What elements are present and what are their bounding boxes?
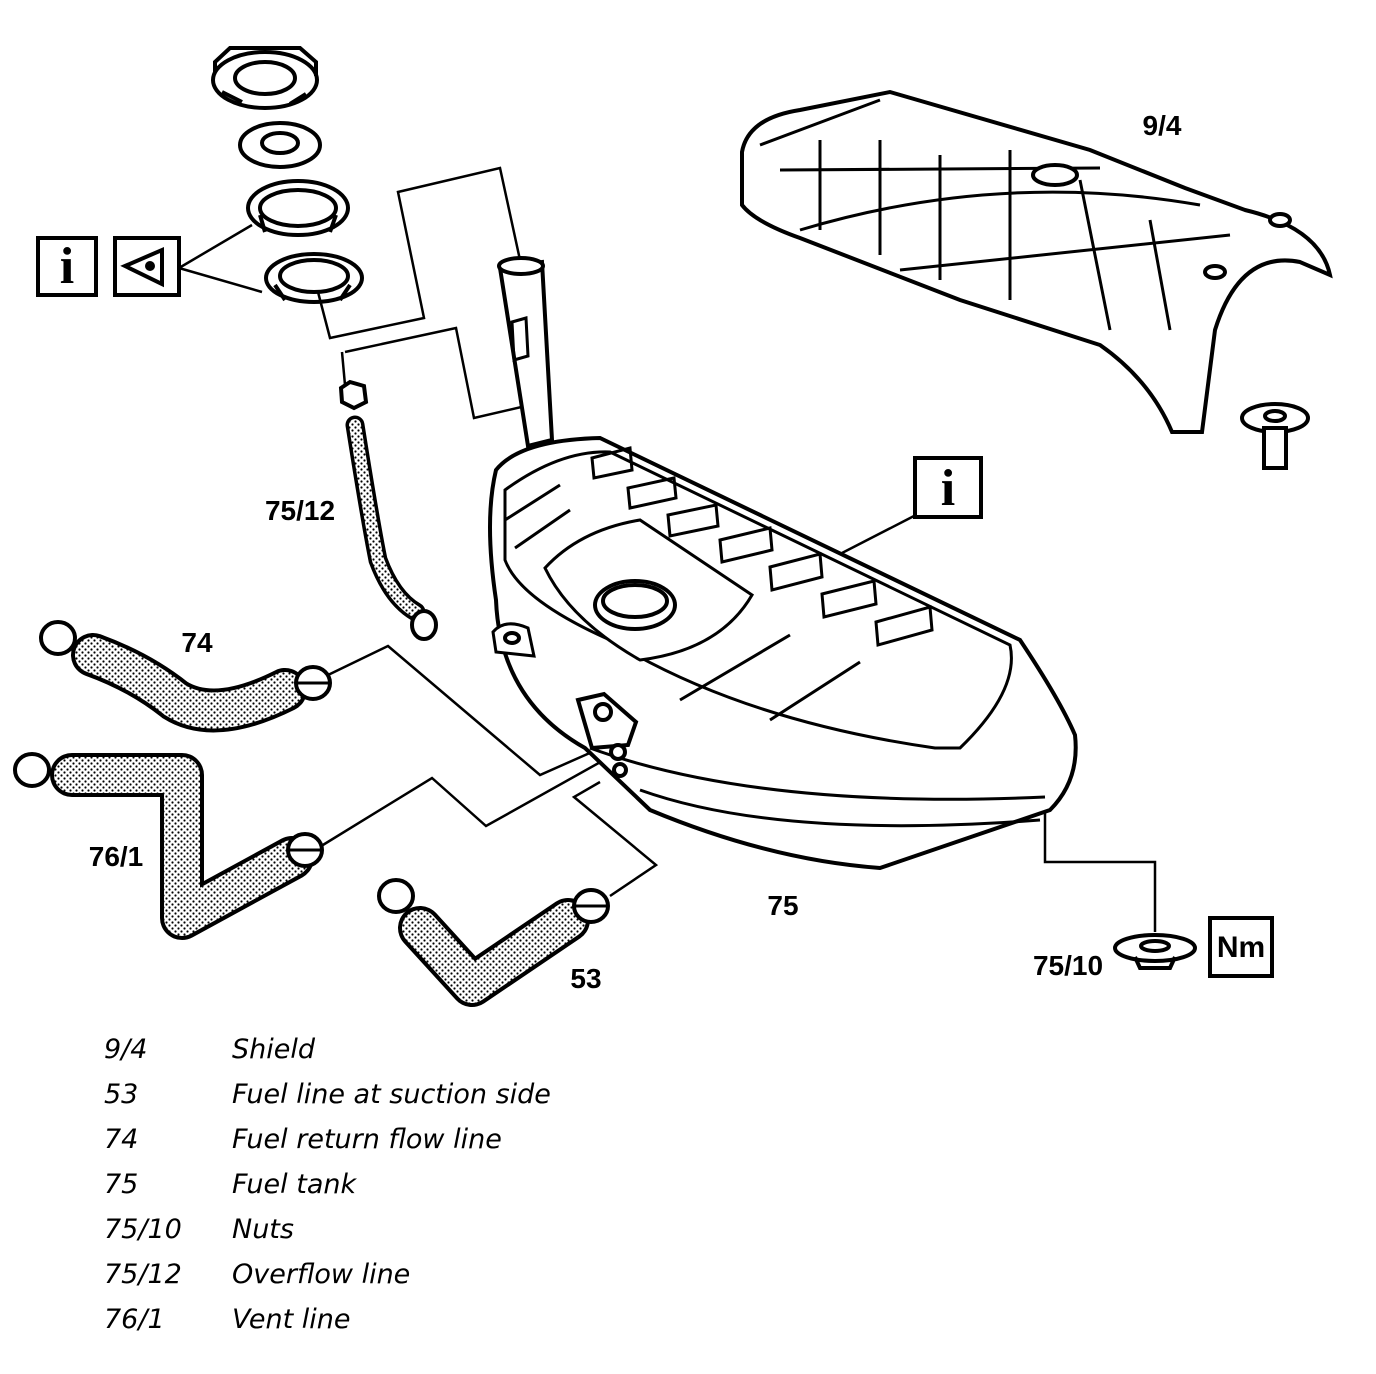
legend-row: 75/12 Overflow line	[104, 1259, 804, 1304]
legend-description: Fuel tank	[232, 1169, 357, 1200]
symbol-box-warning	[113, 236, 181, 297]
legend-row: 75 Fuel tank	[104, 1169, 804, 1214]
symbol-box-info-cap: i	[36, 236, 98, 297]
legend-code: 53	[104, 1079, 139, 1110]
legend-row: 9/4 Shield	[104, 1034, 804, 1079]
cap-ring-lower	[264, 252, 364, 304]
legend-row: 74 Fuel return flow line	[104, 1124, 804, 1169]
legend-code: 9/4	[104, 1034, 148, 1065]
legend-description: Shield	[232, 1034, 316, 1065]
label-vent-line: 76/1	[89, 841, 144, 872]
legend-description: Fuel return flow line	[232, 1124, 502, 1155]
shield-bolt	[1240, 402, 1310, 470]
filler-cap	[211, 46, 319, 110]
leader-lines	[178, 166, 1157, 932]
shield-part	[740, 89, 1333, 434]
legend-description: Overflow line	[232, 1259, 411, 1290]
overflow-line-part	[338, 379, 438, 641]
legend-row: 75/10 Nuts	[104, 1214, 804, 1259]
label-suction-line: 53	[570, 963, 601, 994]
vent-line-part	[13, 752, 324, 940]
legend-row: 53 Fuel line at suction side	[104, 1079, 804, 1124]
label-tank: 75	[767, 890, 798, 921]
torque-symbol: Nm	[1217, 931, 1265, 964]
info-symbol: i	[941, 460, 955, 517]
label-shield: 9/4	[1143, 110, 1182, 141]
symbol-box-info-tank: i	[913, 456, 983, 519]
info-symbol: i	[60, 238, 74, 295]
label-overflow-line: 75/12	[265, 495, 335, 526]
legend-code: 75/10	[104, 1214, 182, 1245]
legend-description: Vent line	[232, 1304, 351, 1335]
fuel-tank-part	[488, 256, 1078, 871]
legend-code: 75	[104, 1169, 139, 1200]
cap-seal	[238, 121, 322, 169]
legend-description: Fuel line at suction side	[232, 1079, 551, 1110]
filler-cap-assembly	[211, 46, 364, 304]
legend-code: 76/1	[104, 1304, 165, 1335]
nut-part	[1113, 933, 1197, 970]
return-line-part	[39, 620, 332, 733]
legend-code: 74	[104, 1124, 139, 1155]
cap-ring-upper	[246, 179, 350, 237]
symbol-box-torque: Nm	[1208, 916, 1274, 978]
legend-code: 75/12	[104, 1259, 182, 1290]
label-nuts: 75/10	[1033, 950, 1103, 981]
label-return-line: 74	[181, 627, 213, 658]
parts-legend: 9/4 Shield 53 Fuel line at suction side …	[104, 1034, 804, 1349]
legend-description: Nuts	[232, 1214, 294, 1245]
legend-row: 76/1 Vent line	[104, 1304, 804, 1349]
suction-line-part	[377, 878, 610, 1007]
